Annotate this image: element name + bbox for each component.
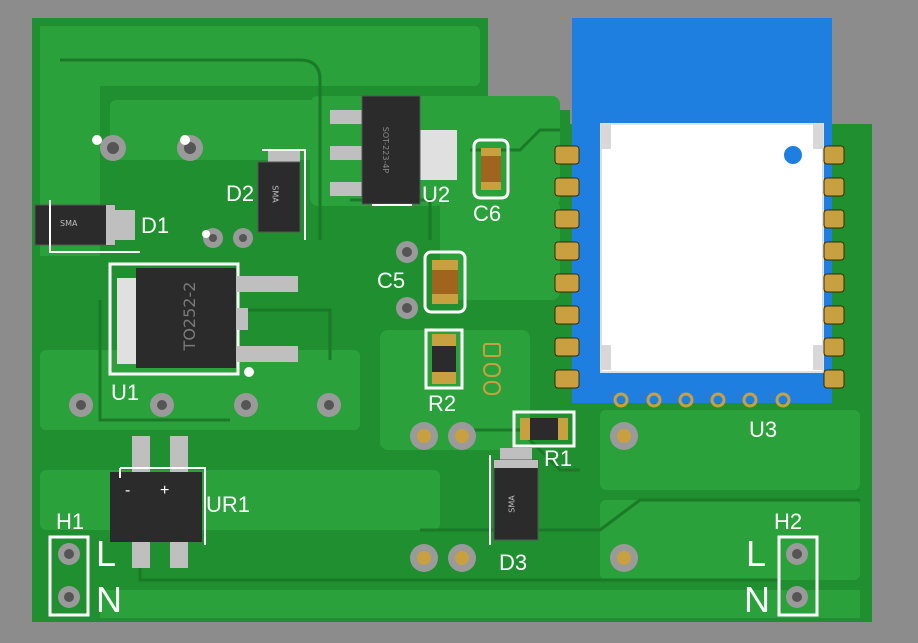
ur1-label: UR1	[206, 492, 251, 517]
r1-label: R1	[544, 446, 573, 471]
c6-label: C6	[473, 201, 502, 226]
h2-neutral-label: N	[744, 579, 770, 620]
bridge-plus: +	[160, 482, 170, 499]
u3-label: U3	[749, 417, 778, 442]
c5-label: C5	[377, 268, 406, 293]
u3-pads	[554, 145, 845, 389]
c6-capacitor	[472, 138, 510, 200]
ur1-bridge	[110, 436, 206, 568]
h2-outline	[777, 535, 819, 617]
u3-shield	[600, 123, 824, 373]
d1-package-mark: SMA	[60, 219, 78, 228]
d3-diode	[489, 448, 539, 545]
u2-package-mark: SOT-223-4P	[381, 126, 391, 174]
d2-package-mark: SMA	[270, 185, 280, 203]
h1-label: H1	[56, 509, 85, 534]
d3-package-mark: SMA	[507, 495, 517, 513]
r1-resistor	[512, 410, 576, 448]
u2-regulator	[330, 95, 457, 206]
d1-label: D1	[141, 213, 170, 238]
h1-neutral-label: N	[96, 579, 122, 620]
dot-icon	[784, 146, 802, 164]
r2-resistor	[424, 328, 464, 390]
u1-package-mark: TO252-2	[180, 281, 199, 351]
u1-regulator	[108, 262, 298, 376]
u2-label: U2	[422, 182, 451, 207]
d3-label: D3	[499, 550, 528, 575]
through-hole-pads	[58, 135, 808, 608]
u1-label: U1	[111, 380, 140, 405]
h1-line-label: L	[96, 533, 117, 574]
h2-line-label: L	[746, 533, 767, 574]
d2-label: D2	[226, 181, 255, 206]
r2-label: R2	[428, 391, 457, 416]
c5-capacitor	[423, 250, 467, 314]
small-pads	[483, 343, 501, 395]
h2-label: H2	[774, 509, 803, 534]
d1-diode	[34, 200, 140, 253]
h1-outline	[48, 535, 90, 617]
bridge-minus: -	[125, 482, 131, 499]
d2-diode	[257, 149, 306, 240]
u3-bottom-pads	[613, 392, 791, 408]
